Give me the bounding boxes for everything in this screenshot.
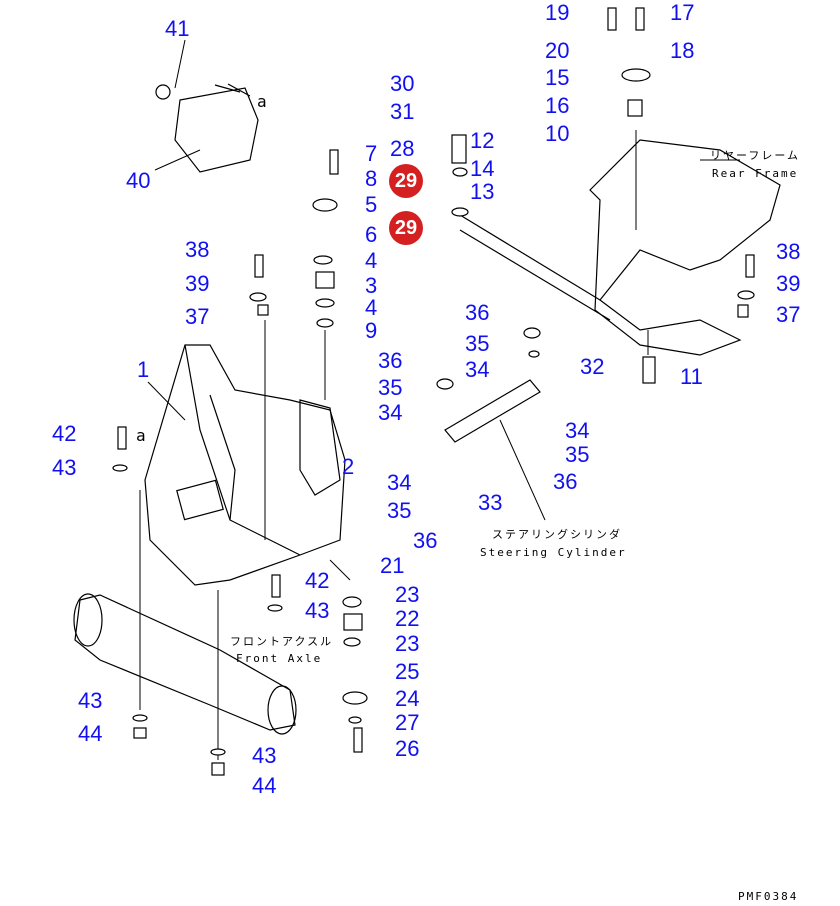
steering-cylinder (444, 379, 541, 443)
callout: 4 (365, 295, 378, 320)
callout: 3 (365, 273, 378, 298)
callout: 43 (252, 743, 277, 768)
highlighted-callout: 29 (389, 164, 423, 198)
callout: 14 (470, 156, 495, 181)
callout: 34 (565, 418, 590, 443)
callout: 26 (395, 736, 420, 761)
callout: 32 (580, 354, 605, 379)
callout: 35 (378, 375, 403, 400)
callout: 38 (185, 237, 210, 262)
callout: 34 (378, 400, 403, 425)
callout: 15 (545, 65, 570, 90)
callout: 11 (680, 364, 703, 389)
callout: 21 (380, 553, 405, 578)
callout: 35 (565, 442, 590, 467)
callout: 43 (78, 688, 103, 713)
callout: 40 (126, 168, 151, 193)
rear-frame-label-en: Rear Frame (712, 167, 799, 180)
bolt-41 (155, 84, 171, 100)
highlighted-callout: 29 (389, 211, 423, 245)
callout: 36 (465, 300, 490, 325)
callout: 36 (378, 348, 403, 373)
callout: 1 (137, 357, 150, 382)
callout: 42 (305, 568, 330, 593)
callout: 28 (390, 136, 415, 161)
callout: 43 (52, 455, 77, 480)
callout: 23 (395, 582, 420, 607)
callout: 37 (185, 304, 210, 329)
callout: 44 (78, 721, 103, 746)
cover-plate (174, 87, 259, 173)
callout: 7 (365, 141, 378, 166)
callout: 37 (776, 302, 801, 327)
callout: 44 (252, 773, 277, 798)
callout: 34 (465, 357, 490, 382)
callout: 33 (478, 490, 503, 515)
callout: 38 (776, 239, 801, 264)
callout: 6 (365, 222, 378, 247)
steering-cylinder-label-en: Steering Cylinder (480, 546, 627, 559)
callout: 9 (365, 318, 378, 343)
callout: 10 (545, 121, 570, 146)
callout: 4 (365, 248, 378, 273)
steering-cylinder-label-jp: ステアリングシリンダ (492, 528, 622, 541)
callout: 20 (545, 38, 570, 63)
drawing-code: PMF0384 (738, 890, 799, 903)
front-axle-label-en: Front Axle (236, 652, 323, 665)
callout: 2 (342, 454, 355, 479)
callout: 43 (305, 598, 330, 623)
callout: 42 (52, 421, 77, 446)
front-axle (74, 594, 296, 731)
callout: 12 (470, 128, 495, 153)
callout: 19 (545, 0, 570, 25)
callout: 18 (670, 38, 695, 63)
callout: 36 (413, 528, 438, 553)
callout: 39 (185, 271, 210, 296)
callout: 34 (387, 470, 412, 495)
callout: 13 (470, 179, 495, 204)
callout: 8 (365, 166, 378, 191)
callout: 36 (553, 469, 578, 494)
rear-frame-label-jp: リヤーフレーム (710, 149, 801, 162)
callout: 22 (395, 606, 420, 631)
callout: 35 (465, 331, 490, 356)
callout: 16 (545, 93, 570, 118)
callout: 31 (390, 99, 415, 124)
callout: 35 (387, 498, 412, 523)
callout: 17 (670, 0, 695, 25)
callout: 27 (395, 710, 420, 735)
view-marker: a (136, 426, 146, 445)
callout: 41 (165, 16, 190, 41)
callout: 5 (365, 192, 378, 217)
callout: 24 (395, 686, 420, 711)
front-frame (144, 344, 346, 586)
front-axle-label-jp: フロントアクスル (230, 635, 334, 648)
callout: 23 (395, 631, 420, 656)
callout: 25 (395, 659, 420, 684)
view-marker: a (257, 92, 267, 111)
callout: 30 (390, 71, 415, 96)
callout: 39 (776, 271, 801, 296)
